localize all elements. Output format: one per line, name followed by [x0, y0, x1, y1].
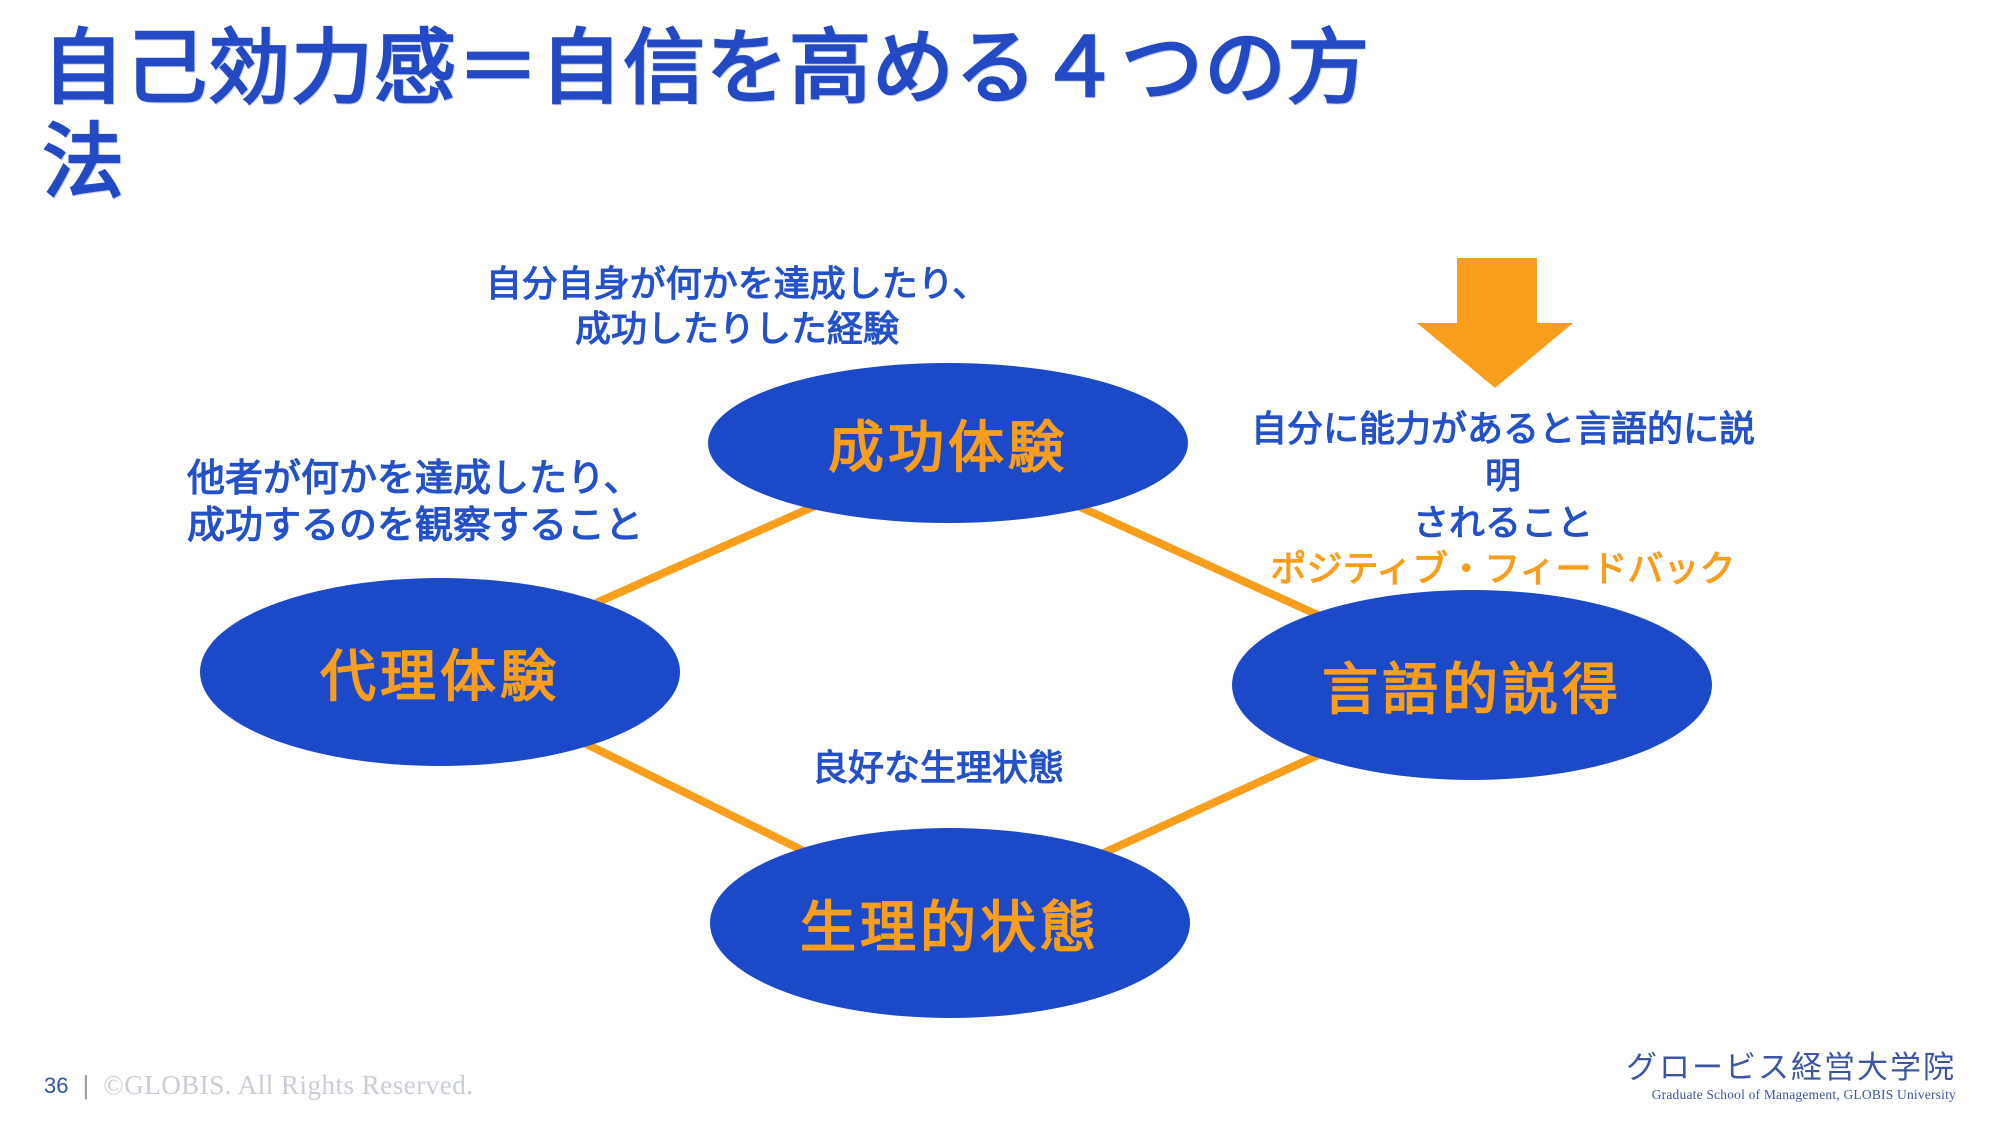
annotation-verbal-line2: されること — [1412, 501, 1593, 543]
node-physiological-state-label: 生理的状態 — [800, 895, 1100, 959]
annotation-success-line1: 自分自身が何かを達成したり、 — [485, 263, 989, 304]
annotation-vicarious-experience: 他者が何かを達成したり、 成功するのを観察すること — [187, 456, 747, 550]
annotation-positive-feedback: ポジティブ・フィードバック — [1270, 548, 1736, 590]
annotation-verbal-line1: 自分に能力があると言語的に説明 — [1250, 408, 1755, 496]
node-success-experience: 成功体験 — [708, 363, 1188, 523]
annotation-physiological-state: 良好な生理状態 — [811, 747, 1064, 788]
node-vicarious-experience-label: 代理体験 — [320, 644, 560, 708]
footer: 36 | ©GLOBIS. All Rights Reserved. — [44, 1070, 474, 1101]
footer-divider: | — [82, 1070, 90, 1100]
copyright-text: ©GLOBIS. All Rights Reserved. — [103, 1070, 474, 1100]
node-vicarious-experience: 代理体験 — [200, 578, 680, 766]
annotation-success-line2: 成功したりした経験 — [574, 307, 899, 349]
down-arrow-icon — [1417, 258, 1573, 388]
annotation-vicarious-line1: 他者が何かを達成したり、 — [187, 458, 642, 500]
globis-logo-japanese: グロービス経営大学院 — [1626, 1049, 1956, 1085]
globis-logo-english: Graduate School of Management, GLOBIS Un… — [1651, 1087, 1956, 1102]
node-verbal-persuasion-label: 言語的説得 — [1322, 657, 1622, 721]
page-number: 36 — [44, 1072, 69, 1098]
slide-title: 自己効力感＝自信を高める４つの方法 — [42, 23, 1371, 209]
annotation-verbal-persuasion: 自分に能力があると言語的に説明 されること ポジティブ・フィードバック — [1243, 406, 1763, 593]
annotation-success-experience: 自分自身が何かを達成したり、 成功したりした経験 — [437, 262, 1037, 351]
globis-logo: グロービス経営大学院 Graduate School of Management… — [1626, 1049, 1956, 1103]
annotation-vicarious-line2: 成功するのを観察すること — [187, 505, 644, 548]
node-success-experience-label: 成功体験 — [828, 415, 1068, 479]
node-verbal-persuasion: 言語的説得 — [1232, 590, 1712, 780]
node-physiological-state: 生理的状態 — [710, 828, 1190, 1018]
